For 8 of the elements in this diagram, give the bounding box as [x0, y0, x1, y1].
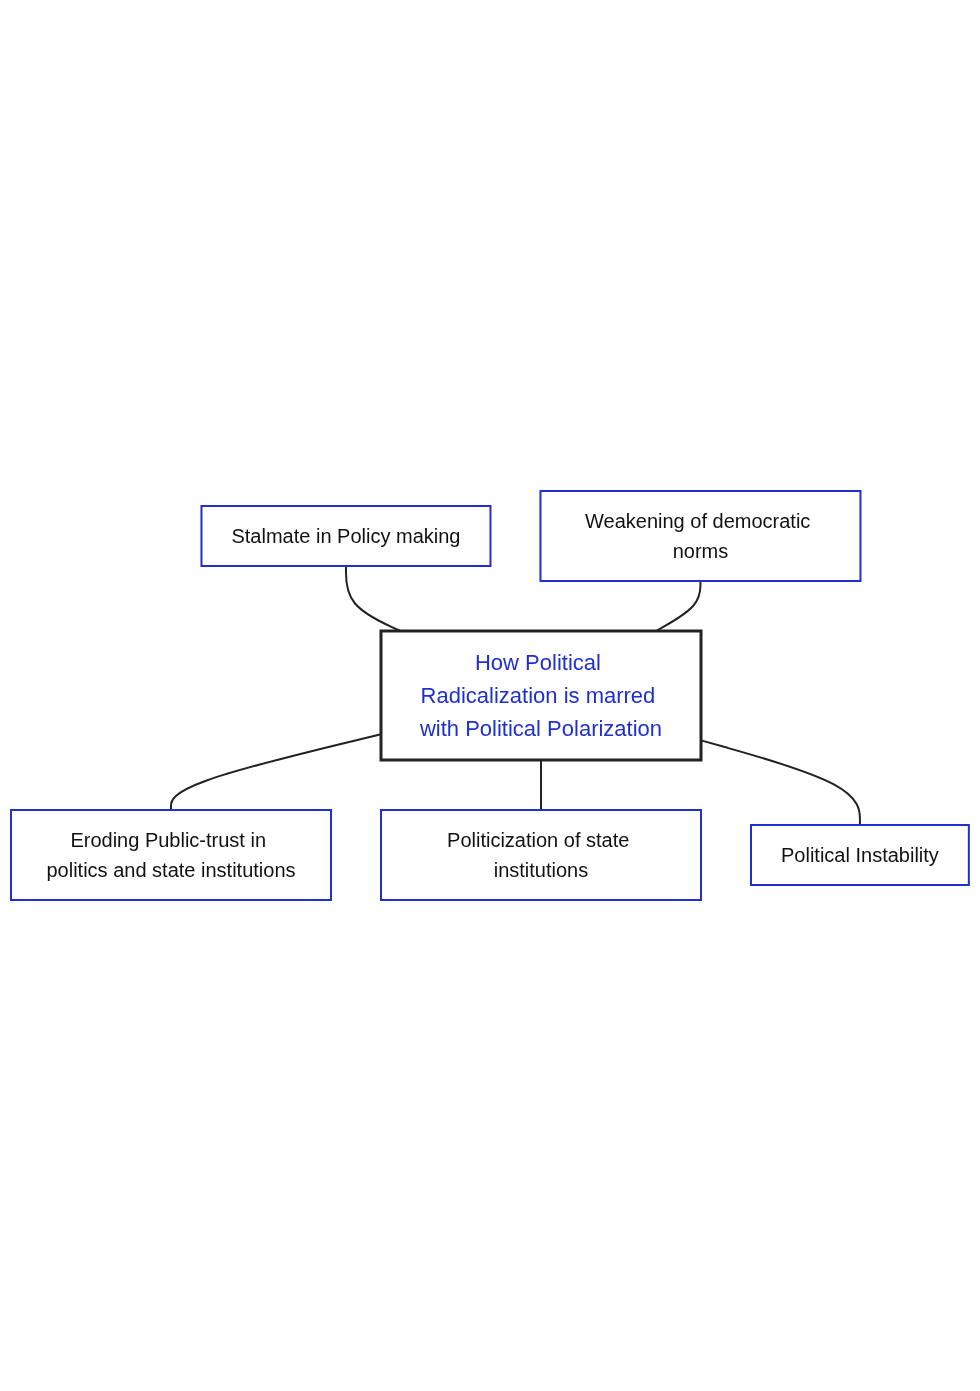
- node-box: Politicization of state institutions: [380, 809, 703, 901]
- node-box: Weakening of democratic norms: [539, 490, 862, 582]
- node-box: How Political Radicalization is marred with Political Polarization: [379, 629, 703, 762]
- node-box: Political Instability: [750, 824, 970, 886]
- connector: [345, 565, 402, 632]
- connector: [655, 580, 702, 632]
- node-box: Stalmate in Policy making: [200, 505, 492, 567]
- node-box: Eroding Public-trust in politics and state institutions: [10, 809, 333, 901]
